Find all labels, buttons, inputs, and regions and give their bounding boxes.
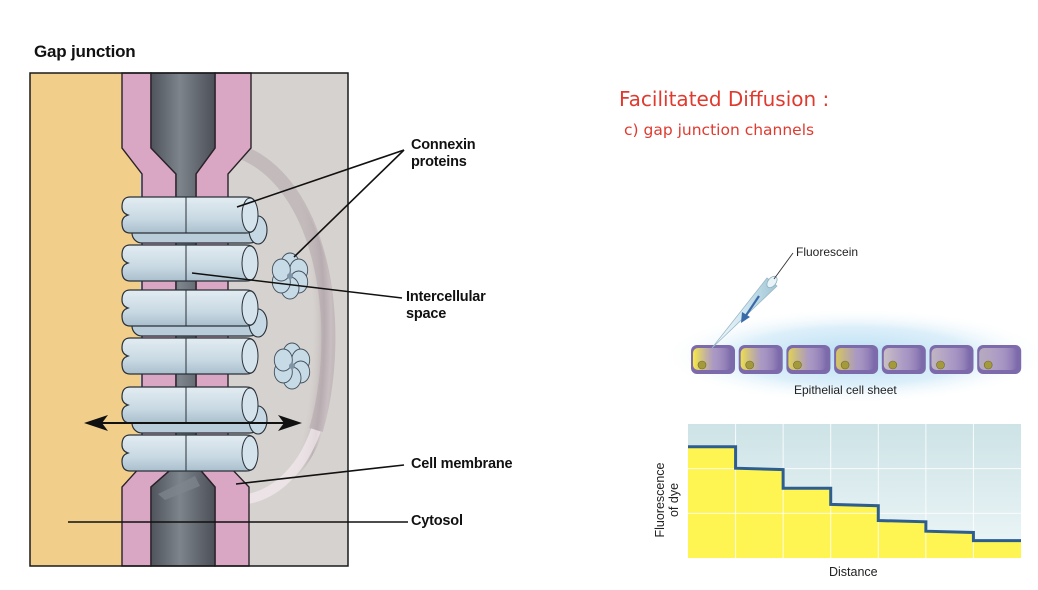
injection-arrow-head-icon [741, 312, 750, 323]
label-intercellular-space: Intercellular space [406, 289, 486, 323]
chart-step-line [688, 445, 1021, 543]
connexin-subunit [273, 348, 293, 372]
connexin-channel [121, 386, 268, 472]
chart-area-fill [688, 446, 1021, 558]
label-fluorescein: Fluorescein [796, 245, 859, 259]
connexin-protein-end [241, 197, 259, 233]
leader-fluorescein [773, 252, 794, 280]
connexin-channels [121, 196, 268, 472]
connexon-pore [287, 273, 293, 279]
leader-connexin-2 [293, 149, 405, 258]
epithelial-cell [738, 345, 783, 374]
epithelial-cell [881, 345, 926, 374]
connexin-subunit [271, 258, 291, 282]
label-intercellular-line2: space [406, 306, 447, 322]
chart-y-axis-label: Fluorescence of dye [653, 445, 681, 555]
connexin-channel [121, 196, 268, 282]
label-cell-membrane: Cell membrane [411, 456, 513, 472]
diagram-frame [29, 72, 349, 567]
epithelial-cell [929, 345, 974, 374]
leader-intercellular [191, 272, 403, 299]
connexin-protein-end [241, 435, 259, 471]
cell-nucleus [936, 360, 945, 370]
chart-y-axis-label-line2: of dye [667, 482, 681, 518]
epithelial-cell [834, 345, 879, 374]
cell-nucleus [840, 360, 850, 370]
membrane-arc-shadow [233, 143, 336, 432]
label-cytosol: Cytosol [411, 513, 463, 529]
gap-junction-title: Gap junction [34, 42, 136, 61]
cell-nucleus [745, 360, 755, 370]
cell-nucleus [983, 360, 993, 370]
chart-x-axis-label: Distance [829, 565, 878, 579]
injection-arrow-line [744, 295, 760, 318]
cell-nucleus [888, 360, 898, 370]
connexin-protein-end [241, 338, 259, 374]
label-intercellular-line1: Intercellular [406, 289, 486, 305]
label-epithelial-cell-sheet: Epithelial cell sheet [794, 383, 897, 397]
label-connexin-line1: Connexin [411, 137, 476, 153]
leader-cell-membrane [235, 464, 405, 485]
arrow-left-head-icon [84, 415, 108, 431]
epithelial-cell [786, 345, 831, 374]
label-connexin-line2: proteins [411, 154, 467, 170]
arrow-right-head-icon [278, 415, 302, 431]
connexon-face-views [271, 252, 311, 390]
connexon-pore [289, 363, 295, 369]
connexon-face [273, 342, 311, 390]
epithelial-cell [977, 345, 1022, 374]
leader-connexin-1 [236, 149, 405, 208]
slide-subtitle: c) gap junction channels [624, 121, 815, 139]
chart-y-axis-label-line1: Fluorescence [653, 462, 667, 538]
space-shading [158, 476, 200, 500]
connexon-face [271, 252, 309, 300]
cell-nucleus [697, 360, 707, 370]
epithelial-cell [691, 345, 735, 374]
cell-left-cytoplasm [30, 73, 140, 566]
epithelial-cells [691, 345, 1022, 374]
connexin-channel [121, 289, 268, 375]
label-connexin-proteins: Connexin proteins [411, 137, 476, 171]
cell-nucleus [793, 360, 802, 370]
slide-title: Facilitated Diffusion : [619, 87, 830, 111]
connexin-protein-end [241, 290, 259, 326]
